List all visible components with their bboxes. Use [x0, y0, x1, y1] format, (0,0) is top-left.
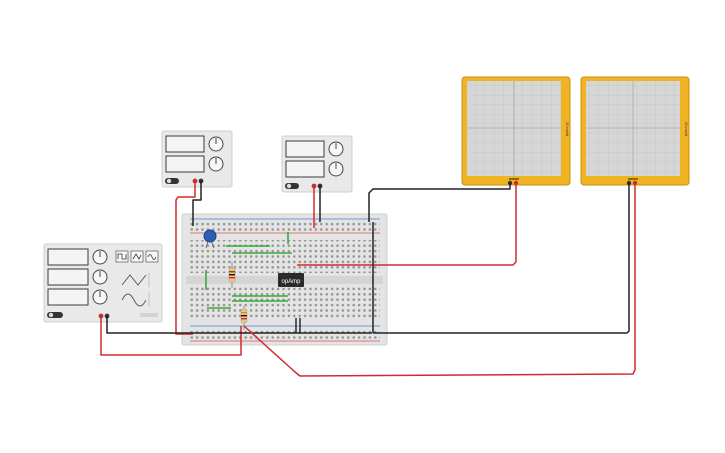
waveform-preview-sine: [121, 292, 150, 307]
wire-psu1-positive: [175, 181, 196, 335]
resistor-1[interactable]: [228, 262, 236, 288]
power-switch-icon[interactable]: [47, 312, 63, 318]
rotary-knob-icon[interactable]: [92, 289, 108, 305]
fg-display-offset: [47, 288, 89, 306]
psu1-display-voltage: [165, 135, 205, 153]
wire-scope2-negative: [373, 183, 630, 334]
film-capacitor[interactable]: [295, 318, 301, 333]
oscilloscope-1-timebase-label: 10 ms/d: [565, 122, 570, 136]
rotary-knob-icon[interactable]: [328, 161, 344, 177]
wire-fg-positive: [100, 316, 242, 356]
wire-scope1-positive: [297, 183, 517, 266]
sine-wave-icon[interactable]: [145, 250, 159, 263]
opamp-chip[interactable]: opAmp: [278, 273, 304, 287]
fg-display-frequency: [47, 248, 89, 266]
wire-fg-negative: [106, 316, 372, 334]
function-generator[interactable]: [43, 243, 163, 323]
fg-logo-mark: [140, 313, 158, 317]
oscilloscope-2[interactable]: 10 ms/d: [580, 76, 690, 186]
power-switch-icon[interactable]: [285, 183, 299, 189]
top-power-rail[interactable]: [190, 218, 380, 234]
wire-scope1-negative: [368, 183, 511, 222]
opamp-chip-label: opAmp: [281, 279, 301, 285]
rotary-knob-icon[interactable]: [92, 249, 108, 265]
wire-scope2-positive: [243, 183, 636, 377]
psu2-display-current: [285, 160, 325, 178]
rotary-knob-icon[interactable]: [328, 141, 344, 157]
oscilloscope-2-timebase-label: 10 ms/d: [684, 122, 689, 136]
dc-power-supply-1[interactable]: [161, 130, 233, 188]
rotary-knob-icon[interactable]: [208, 136, 224, 152]
psu2-display-voltage: [285, 140, 325, 158]
triangle-wave-icon[interactable]: [130, 250, 144, 263]
wires[interactable]: [100, 181, 636, 377]
jumper-wires[interactable]: [205, 232, 292, 309]
resistor-2[interactable]: [240, 306, 248, 330]
rotary-knob-icon[interactable]: [208, 156, 224, 172]
fg-display-amplitude: [47, 268, 89, 286]
lower-terminal-strip[interactable]: [190, 287, 380, 320]
square-wave-icon[interactable]: [115, 250, 129, 263]
psu1-display-current: [165, 155, 205, 173]
oscilloscope-1[interactable]: 10 ms/d: [461, 76, 571, 186]
dc-power-supply-2[interactable]: [281, 135, 353, 193]
waveform-preview-triangle: [121, 273, 150, 287]
rotary-knob-icon[interactable]: [92, 269, 108, 285]
wire-psu1-negative: [192, 181, 202, 226]
upper-terminal-strip[interactable]: [190, 240, 380, 273]
power-switch-icon[interactable]: [165, 178, 179, 184]
ceramic-capacitor[interactable]: [203, 229, 217, 249]
